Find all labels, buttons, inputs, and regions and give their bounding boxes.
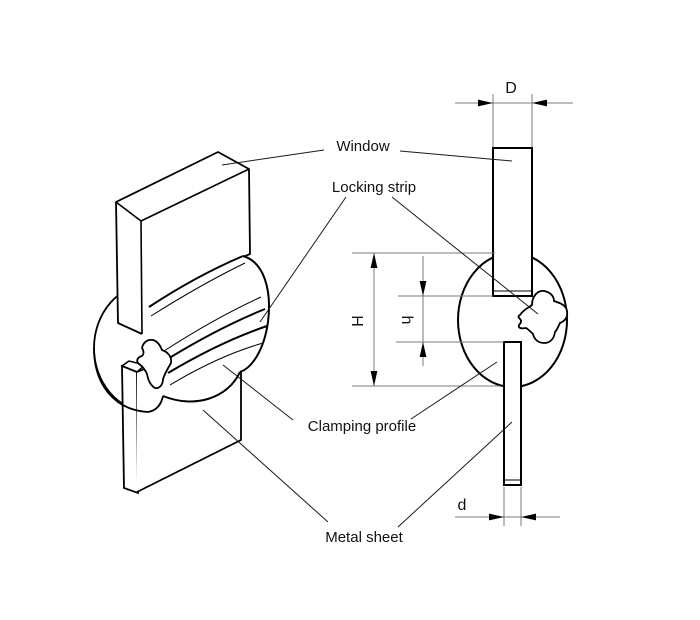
label-locking-strip: Locking strip bbox=[332, 179, 416, 196]
clamping-profile-body-3d bbox=[148, 255, 270, 403]
label-window: Window bbox=[336, 138, 390, 155]
window-slab-3d bbox=[115, 151, 251, 335]
profile-end-face-arc bbox=[93, 347, 164, 413]
label-metal-sheet: Metal sheet bbox=[325, 529, 403, 546]
leader-metal-sheet-left bbox=[202, 409, 329, 523]
dimension-arrows bbox=[370, 99, 547, 521]
leader-clamping-right bbox=[410, 361, 498, 420]
dim-label-d: d bbox=[458, 497, 467, 514]
leader-metal-sheet-right bbox=[397, 421, 513, 528]
dim-D-extension-lines bbox=[492, 94, 533, 147]
section-view bbox=[457, 147, 569, 486]
dim-label-D: D bbox=[505, 80, 517, 97]
locking-strip-end-3d bbox=[136, 338, 173, 390]
leader-window-right bbox=[399, 150, 513, 162]
dim-h-extension-lines bbox=[396, 295, 504, 343]
metal-sheet-section bbox=[503, 341, 522, 486]
dim-label-h: h bbox=[398, 316, 415, 325]
dim-H-extension-lines bbox=[352, 252, 500, 387]
leader-window-left bbox=[221, 149, 325, 166]
leader-lines bbox=[202, 149, 539, 528]
label-clamping-profile: Clamping profile bbox=[308, 418, 416, 435]
dim-label-H: H bbox=[348, 315, 365, 327]
isometric-view bbox=[93, 151, 270, 495]
leader-locking-strip-right bbox=[391, 196, 539, 315]
leader-clamping-left bbox=[222, 364, 294, 421]
dimension-lines bbox=[352, 94, 573, 526]
dim-d-extension-lines bbox=[503, 487, 522, 526]
window-section bbox=[492, 147, 533, 297]
locking-strip-channel-section bbox=[517, 290, 569, 344]
leader-locking-strip-left bbox=[259, 196, 347, 323]
